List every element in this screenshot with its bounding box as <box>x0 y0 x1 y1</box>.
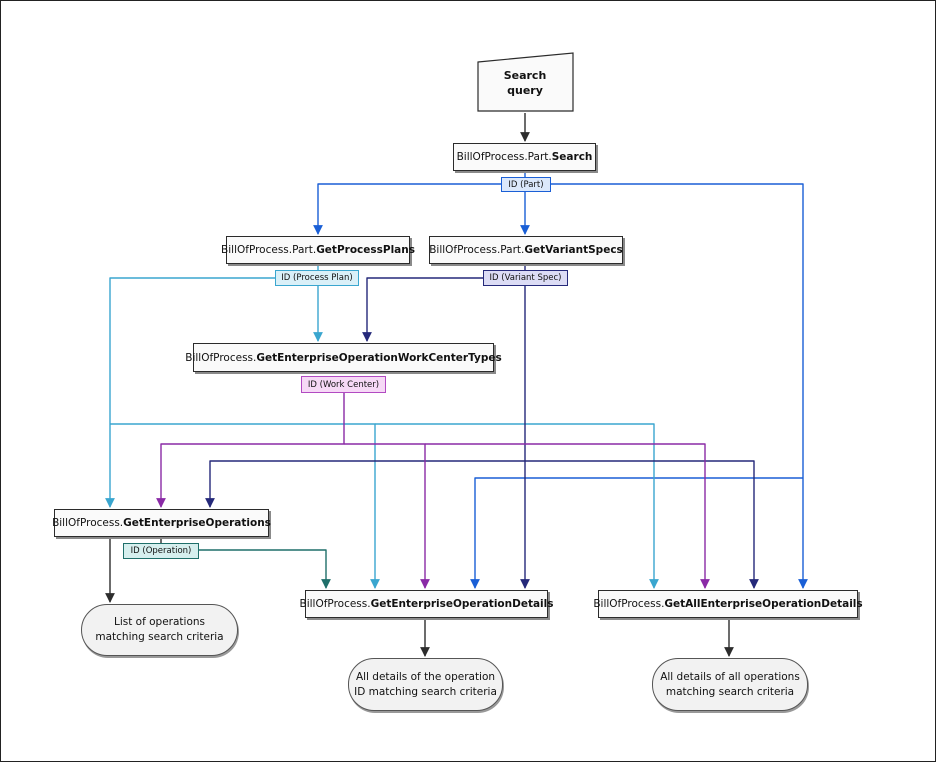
get-process-plans-method: GetProcessPlans <box>316 244 415 256</box>
op-details-output: All details of the operation ID matching … <box>348 658 503 711</box>
edge-search-to-op-details <box>470 477 803 589</box>
get-wc-types-prefix: BillOfProcess. <box>185 351 257 364</box>
get-process-plans-node: BillOfProcess.Part.GetProcessPlans <box>221 236 415 264</box>
edge-wc-to-ops <box>156 393 345 508</box>
id-variant-spec-tag: ID (Variant Spec) <box>483 270 568 286</box>
edge-plans-to-details <box>110 423 380 589</box>
get-all-op-details-method: GetAllEnterpriseOperationDetails <box>664 598 863 610</box>
part-search-method: Search <box>551 151 593 163</box>
get-process-plans-prefix: BillOfProcess.Part. <box>221 244 317 256</box>
search-query-node: Search query <box>475 52 575 113</box>
get-variant-specs-method: GetVariantSpecs <box>524 244 623 256</box>
edge-search-to-process-plans <box>313 171 526 235</box>
edge-search-to-all-details <box>525 183 808 589</box>
op-details-line2: ID matching search criteria <box>354 685 497 698</box>
all-op-details-line1: All details of all operations <box>660 670 800 683</box>
get-ops-node: BillOfProcess.GetEnterpriseOperations <box>52 509 271 537</box>
ops-list-line1: List of operations <box>113 616 206 628</box>
get-wc-types-method: GetEnterpriseOperationWorkCenterTypes <box>256 351 502 364</box>
ops-list-output: List of operations matching search criter… <box>81 604 238 656</box>
search-query-line1: Search <box>503 69 547 82</box>
edge-variant-to-ops <box>205 460 525 508</box>
part-search-prefix: BillOfProcess.Part. <box>456 151 552 163</box>
id-part-tag: ID (Part) <box>501 177 551 192</box>
edge-op-id-to-details <box>199 549 331 589</box>
get-ops-prefix: BillOfProcess. <box>52 517 124 529</box>
get-wc-types-node: BillOfProcess.GetEnterpriseOperationWork… <box>185 343 502 372</box>
edge-plans-to-ops <box>105 277 318 508</box>
ops-list-line2: matching search criteria <box>95 631 224 643</box>
id-work-center-tag: ID (Work Center) <box>301 376 386 393</box>
search-query-line2: query <box>507 84 543 97</box>
edge-wc-to-details <box>344 443 430 589</box>
edge-wc-to-all-details <box>425 443 710 589</box>
all-op-details-output: All details of all operations matching se… <box>652 658 808 711</box>
get-variant-specs-prefix: BillOfProcess.Part. <box>429 244 525 256</box>
all-op-details-line2: matching search criteria <box>665 685 795 698</box>
op-details-line1: All details of the operation <box>355 670 496 683</box>
id-process-plan-tag: ID (Process Plan) <box>275 270 359 286</box>
get-ops-method: GetEnterpriseOperations <box>123 517 271 529</box>
get-all-op-details-node: BillOfProcess.GetAllEnterpriseOperationD… <box>593 590 863 618</box>
get-all-op-details-prefix: BillOfProcess. <box>593 598 665 610</box>
part-search-node: BillOfProcess.Part.Search <box>453 143 596 171</box>
manual-input-shape <box>477 52 574 112</box>
get-variant-specs-node: BillOfProcess.Part.GetVariantSpecs <box>429 236 623 264</box>
get-op-details-prefix: BillOfProcess. <box>299 598 371 610</box>
edge-variant-to-wc-types <box>362 277 483 342</box>
id-operation-tag: ID (Operation) <box>123 543 199 559</box>
get-op-details-method: GetEnterpriseOperationDetails <box>370 598 554 610</box>
edge-variant-to-all-details <box>525 460 759 589</box>
get-op-details-node: BillOfProcess.GetEnterpriseOperationDeta… <box>300 590 554 618</box>
edge-plans-to-all-details <box>375 423 659 589</box>
